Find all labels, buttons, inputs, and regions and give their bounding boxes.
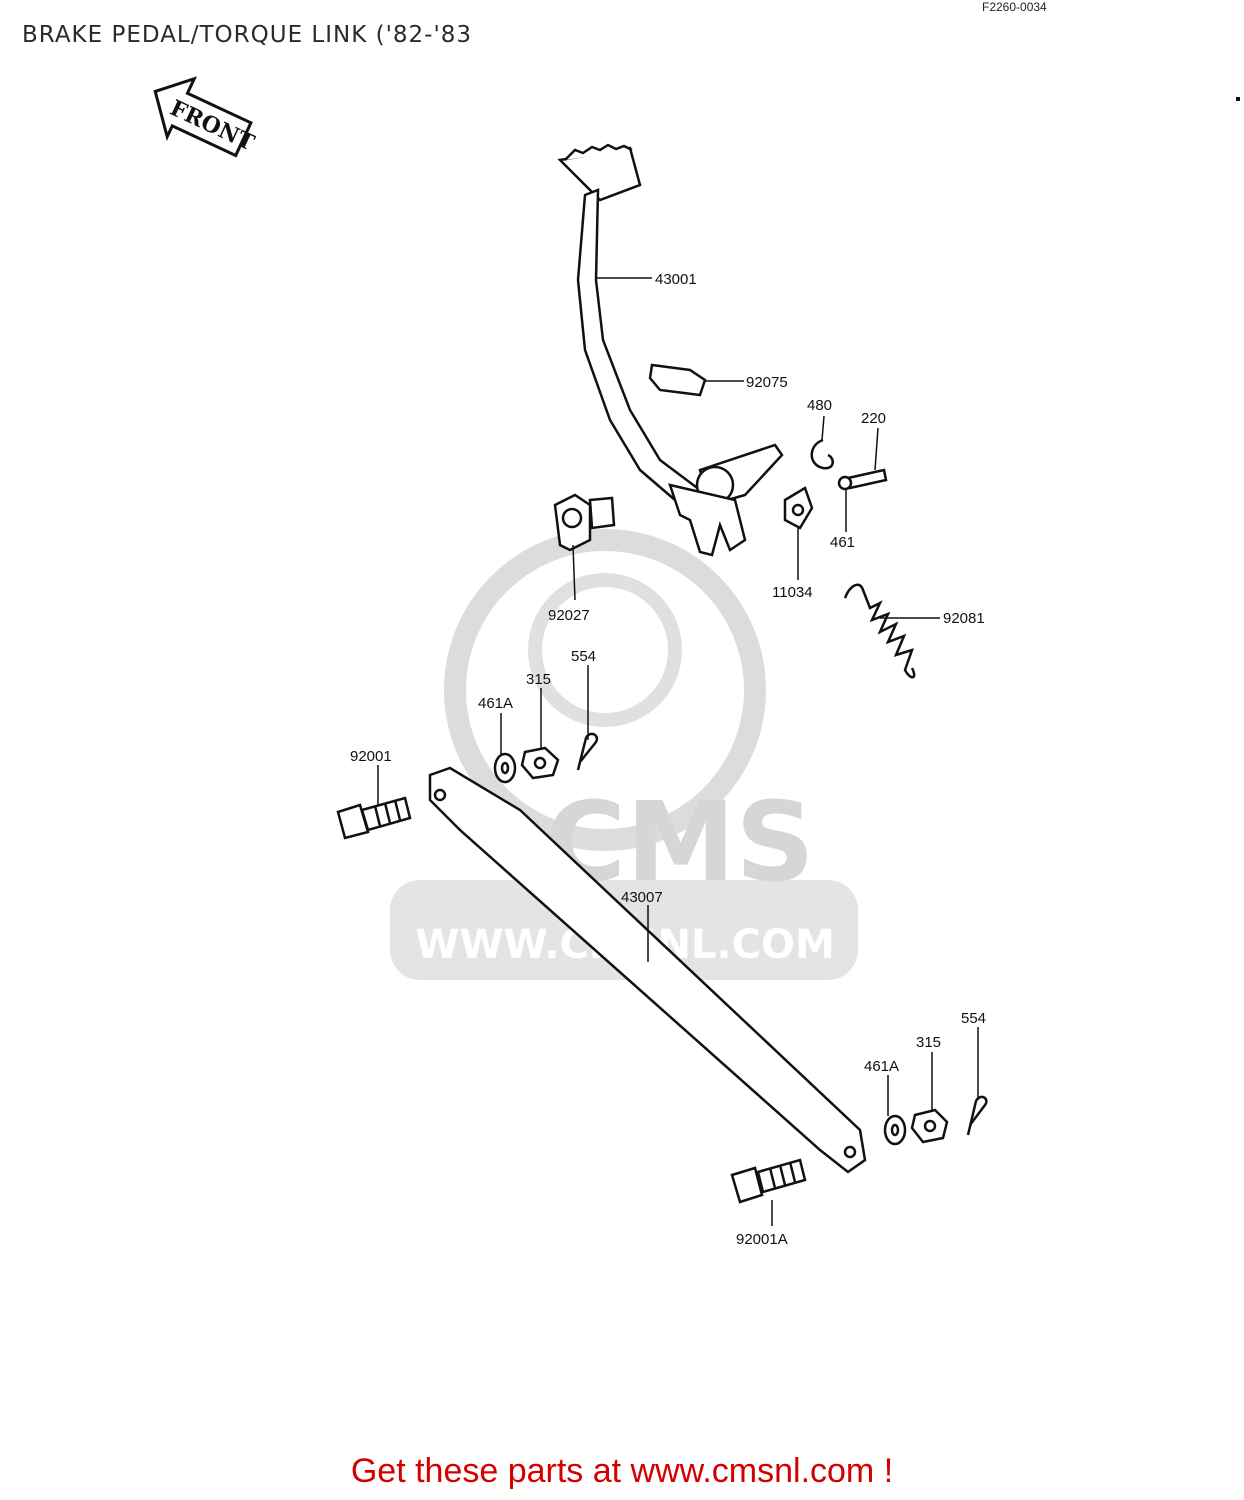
- part-label: 554: [961, 1010, 986, 1027]
- part-label: 92081: [943, 610, 985, 627]
- page-title: BRAKE PEDAL/TORQUE LINK ('82-'83: [22, 22, 473, 48]
- part-label: 315: [526, 671, 551, 688]
- part-label: 461A: [478, 695, 513, 712]
- part-label: 461A: [864, 1058, 899, 1075]
- part-label: 554: [571, 648, 596, 665]
- part-label: 461: [830, 534, 855, 551]
- part-label: 92001: [350, 748, 392, 765]
- part-label: 92027: [548, 607, 590, 624]
- front-arrow-icon: FRONT: [153, 76, 259, 158]
- shaft-92027: [553, 493, 616, 552]
- cta-link[interactable]: Get these parts at www.cmsnl.com !: [350, 1452, 894, 1490]
- bolt-220: [837, 468, 888, 491]
- diagram-code: F2260-0034: [982, 0, 1047, 14]
- torque-link-part: [428, 766, 867, 1174]
- cotter-pin-554-bottom: [966, 1095, 988, 1136]
- bolt-92001a: [730, 1158, 807, 1204]
- nut-315-bottom: [910, 1108, 949, 1144]
- retainer-480: [810, 438, 834, 470]
- cotter-pin-554-top: [576, 732, 599, 771]
- part-label: 220: [861, 410, 886, 427]
- scan-artifact: [1236, 97, 1240, 101]
- washer-461a-bottom: [883, 1114, 907, 1146]
- part-label: 11034: [772, 584, 813, 601]
- part-label: 92075: [746, 374, 788, 391]
- nut-315-top: [520, 746, 560, 780]
- leader-lines: [377, 277, 979, 1226]
- part-label: 92001A: [736, 1231, 788, 1248]
- spring-92081: [843, 583, 916, 679]
- brake-pedal-part: [557, 143, 784, 557]
- part-label: 43007: [621, 889, 663, 906]
- bolt-92001: [336, 796, 412, 840]
- part-labels: 43001 92075 480 220 461 11034 92027 9208…: [350, 271, 986, 1248]
- part-label: 315: [916, 1034, 941, 1051]
- washer-461a-top: [493, 752, 517, 784]
- part-label: 43001: [655, 271, 697, 288]
- plate-11034: [783, 486, 814, 530]
- part-label: 480: [807, 397, 832, 414]
